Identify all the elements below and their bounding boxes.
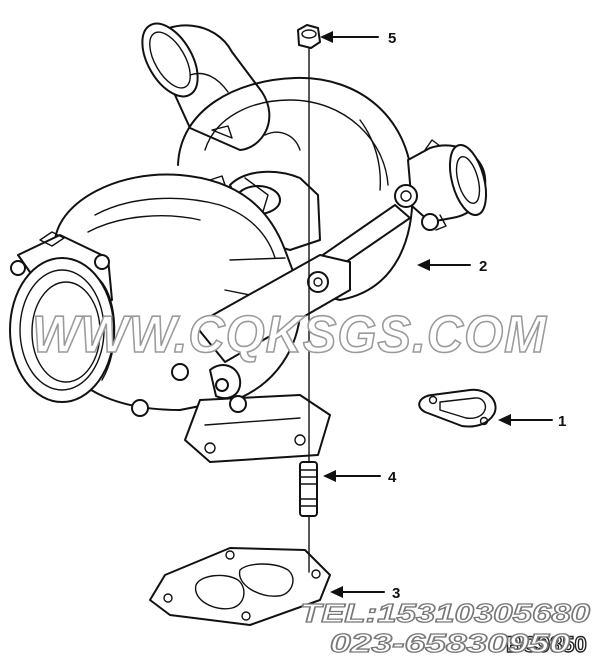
callout-3: 3: [330, 585, 400, 602]
callout-label-3: 3: [392, 585, 400, 602]
wastegate-actuator: [407, 139, 488, 231]
watermark-phone-1: TEL:15310305680: [300, 598, 591, 628]
callout-4: 4: [323, 469, 397, 486]
callout-label-2: 2: [479, 258, 487, 275]
callout-label-1: 1: [558, 413, 566, 430]
outlet-elbow: [141, 22, 271, 151]
oil-drain-gasket: [418, 388, 497, 428]
callout-label-4: 4: [388, 469, 397, 486]
compressor-housing: [54, 173, 351, 411]
stud: [299, 461, 318, 517]
callout-label-5: 5: [388, 30, 396, 47]
turbine-inlet-flange: [184, 364, 331, 463]
mounting-gasket: [149, 547, 331, 626]
compressor-inlet: [9, 231, 189, 417]
nut: [297, 24, 321, 49]
callout-5: 5: [320, 30, 396, 47]
drawing-code: BC9850: [506, 632, 587, 657]
callout-2: 2: [417, 258, 487, 275]
watermark-phone-2: 023-65830950: [330, 628, 571, 658]
callout-1: 1: [498, 413, 566, 430]
watermark-website: WWW.CQKSGS.COM: [32, 306, 548, 364]
turbine-housing: [177, 76, 414, 301]
